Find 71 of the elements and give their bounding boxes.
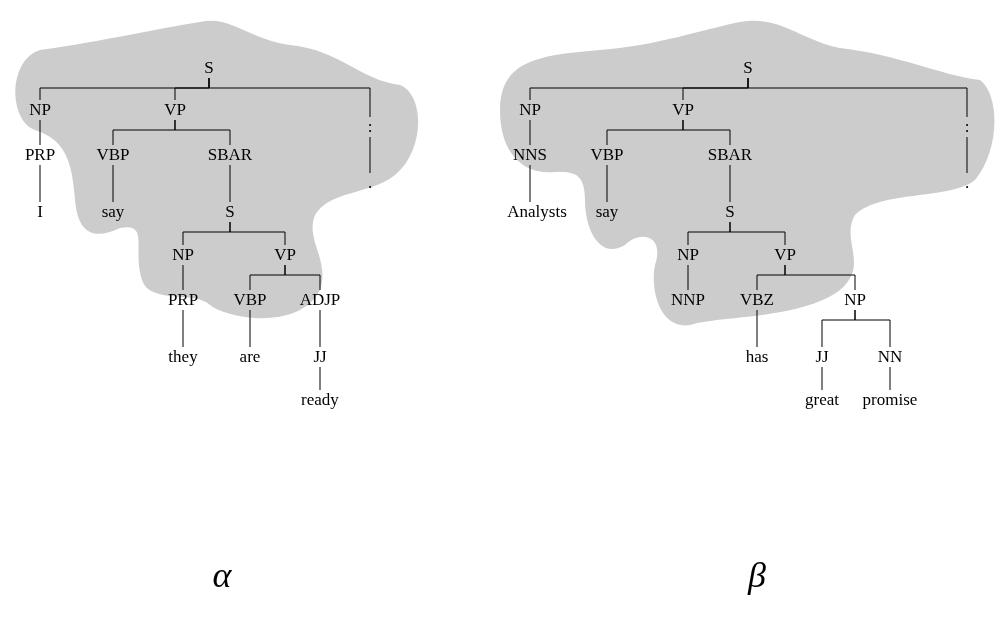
- tree-branch: [821, 366, 823, 391]
- tree-node-label: S: [204, 58, 214, 78]
- tree-node-label: VBP: [590, 145, 624, 165]
- tree-branch: [966, 136, 968, 174]
- tree-caption: β: [748, 555, 766, 595]
- tree-node-label: S: [225, 202, 235, 222]
- tree-branch: [369, 136, 371, 174]
- tree-branch: [174, 119, 231, 146]
- tree-node-label: say: [101, 202, 125, 222]
- tree-branch: [729, 164, 731, 203]
- tree-branch: [112, 164, 114, 203]
- tree-branch: [606, 164, 608, 203]
- tree-branch: [229, 164, 231, 203]
- tree-node-label: NNS: [513, 145, 547, 165]
- tree-node-label: NP: [844, 290, 866, 310]
- tree-node-label: NN: [877, 347, 903, 367]
- tree-branch: [729, 221, 786, 246]
- tree-node-label: VP: [672, 100, 694, 120]
- tree-branch: [756, 309, 758, 348]
- tree-branch: [249, 309, 251, 348]
- tree-node-label: they: [168, 347, 198, 367]
- tree-branch: [889, 366, 891, 391]
- tree-node-label: promise: [862, 390, 918, 410]
- tree-node-label: ADJP: [299, 290, 341, 310]
- tree-node-label: .: [964, 173, 970, 193]
- tree-node-label: S: [743, 58, 753, 78]
- tree-branch: [39, 119, 41, 146]
- tree-branch: [319, 366, 321, 391]
- tree-branch: [182, 264, 184, 291]
- tree-branch: [229, 221, 286, 246]
- tree-branch: [208, 77, 371, 118]
- tree-node-label: NP: [677, 245, 699, 265]
- tree-node-label: are: [239, 347, 261, 367]
- tree-node-label: NP: [29, 100, 51, 120]
- tree-node-label: ready: [301, 390, 339, 410]
- tree-node-label: JJ: [313, 347, 327, 367]
- tree-node-label: VBP: [96, 145, 130, 165]
- tree-node-label: NP: [172, 245, 194, 265]
- tree-node-label: VP: [164, 100, 186, 120]
- tree-node-label: VP: [274, 245, 296, 265]
- tree-node-label: VP: [774, 245, 796, 265]
- tree-node-label: great: [805, 390, 839, 410]
- tree-branch: [529, 119, 531, 146]
- tree-node-label: :: [964, 117, 970, 137]
- tree-node-label: say: [595, 202, 619, 222]
- tree-node-label: VBP: [233, 290, 267, 310]
- tree-node-label: VBZ: [740, 290, 774, 310]
- tree-node-label: Analysts: [507, 202, 567, 222]
- tree-node-label: PRP: [24, 145, 56, 165]
- tree-branch: [784, 264, 856, 291]
- tree-node-label: NP: [519, 100, 541, 120]
- tree-branch: [284, 264, 321, 291]
- tree-node-label: has: [745, 347, 769, 367]
- tree-node-label: S: [725, 202, 735, 222]
- tree-branch: [39, 164, 41, 203]
- tree-node-label: .: [367, 173, 373, 193]
- tree-node-label: SBAR: [707, 145, 753, 165]
- tree-caption: α: [212, 555, 232, 595]
- tree-node-label: NNP: [671, 290, 705, 310]
- tree-branch: [182, 309, 184, 348]
- tree-node-label: I: [37, 202, 43, 222]
- tree-branch: [687, 264, 689, 291]
- tree-node-label: JJ: [815, 347, 829, 367]
- tree-branch: [854, 309, 891, 348]
- tree-node-label: SBAR: [207, 145, 253, 165]
- tree-node-label: :: [367, 117, 373, 137]
- tree-branch: [747, 77, 968, 118]
- tree-branch: [319, 309, 321, 348]
- tree-branch: [682, 119, 731, 146]
- tree-node-label: PRP: [167, 290, 199, 310]
- tree-branch: [529, 164, 531, 203]
